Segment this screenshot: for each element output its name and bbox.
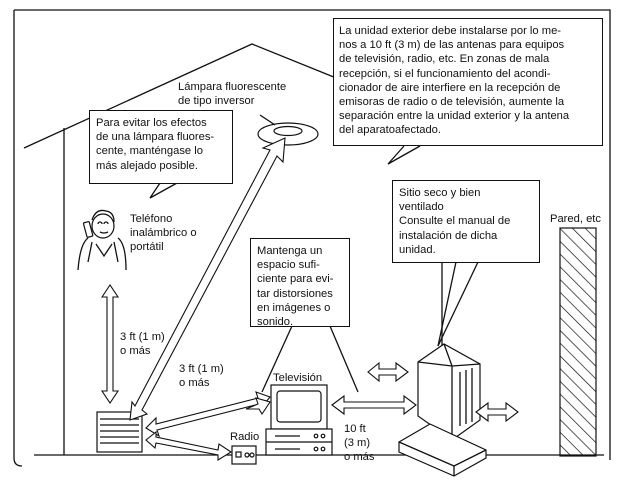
callout-dry-site: Sitio seco y bien ventilado Consulte el … [392,180,540,263]
wall-hatched [559,227,597,457]
television-icon [265,384,333,456]
label-phone: Teléfono inalámbrico o portátil [130,213,197,253]
arrow-unit-to-tv [145,391,271,438]
label-distance-left: 3 ft (1 m) o más [120,331,165,357]
arrow-unit-to-radio [145,430,233,461]
arrow-wall-to-outdoor-top [367,361,409,383]
label-lamp: Lámpara fluorescente de tipo inversor [178,81,287,107]
outdoor-unit-icon [398,343,487,477]
fluorescent-lamp-icon [257,122,319,146]
label-distance-diagonal: 3 ft (1 m) o más [179,363,224,389]
arrow-lamp-to-unit [129,137,286,421]
frame [13,9,611,467]
callout-fluorescent-lamp: Para evitar los efectos de una lámpara f… [89,110,233,184]
callout-antenna-distance: La unidad exterior debe instalarse por l… [333,18,603,146]
arrow-outdoor-to-wall [475,401,519,423]
person-phone-icon [77,209,127,271]
label-wall: Pared, etc [550,213,601,225]
radio-icon [231,445,257,465]
arrow-vertical-left [100,284,120,404]
arrow-tv-to-outdoor [331,394,417,416]
callout-keep-space: Mantenga un espacio sufi- ciente para ev… [250,238,350,328]
arrow-radio-right [245,397,271,416]
label-tv: Televisión [273,372,323,384]
label-distance-right: 10 ft (3 m) o más [344,423,375,463]
label-radio: Radio [230,431,260,443]
